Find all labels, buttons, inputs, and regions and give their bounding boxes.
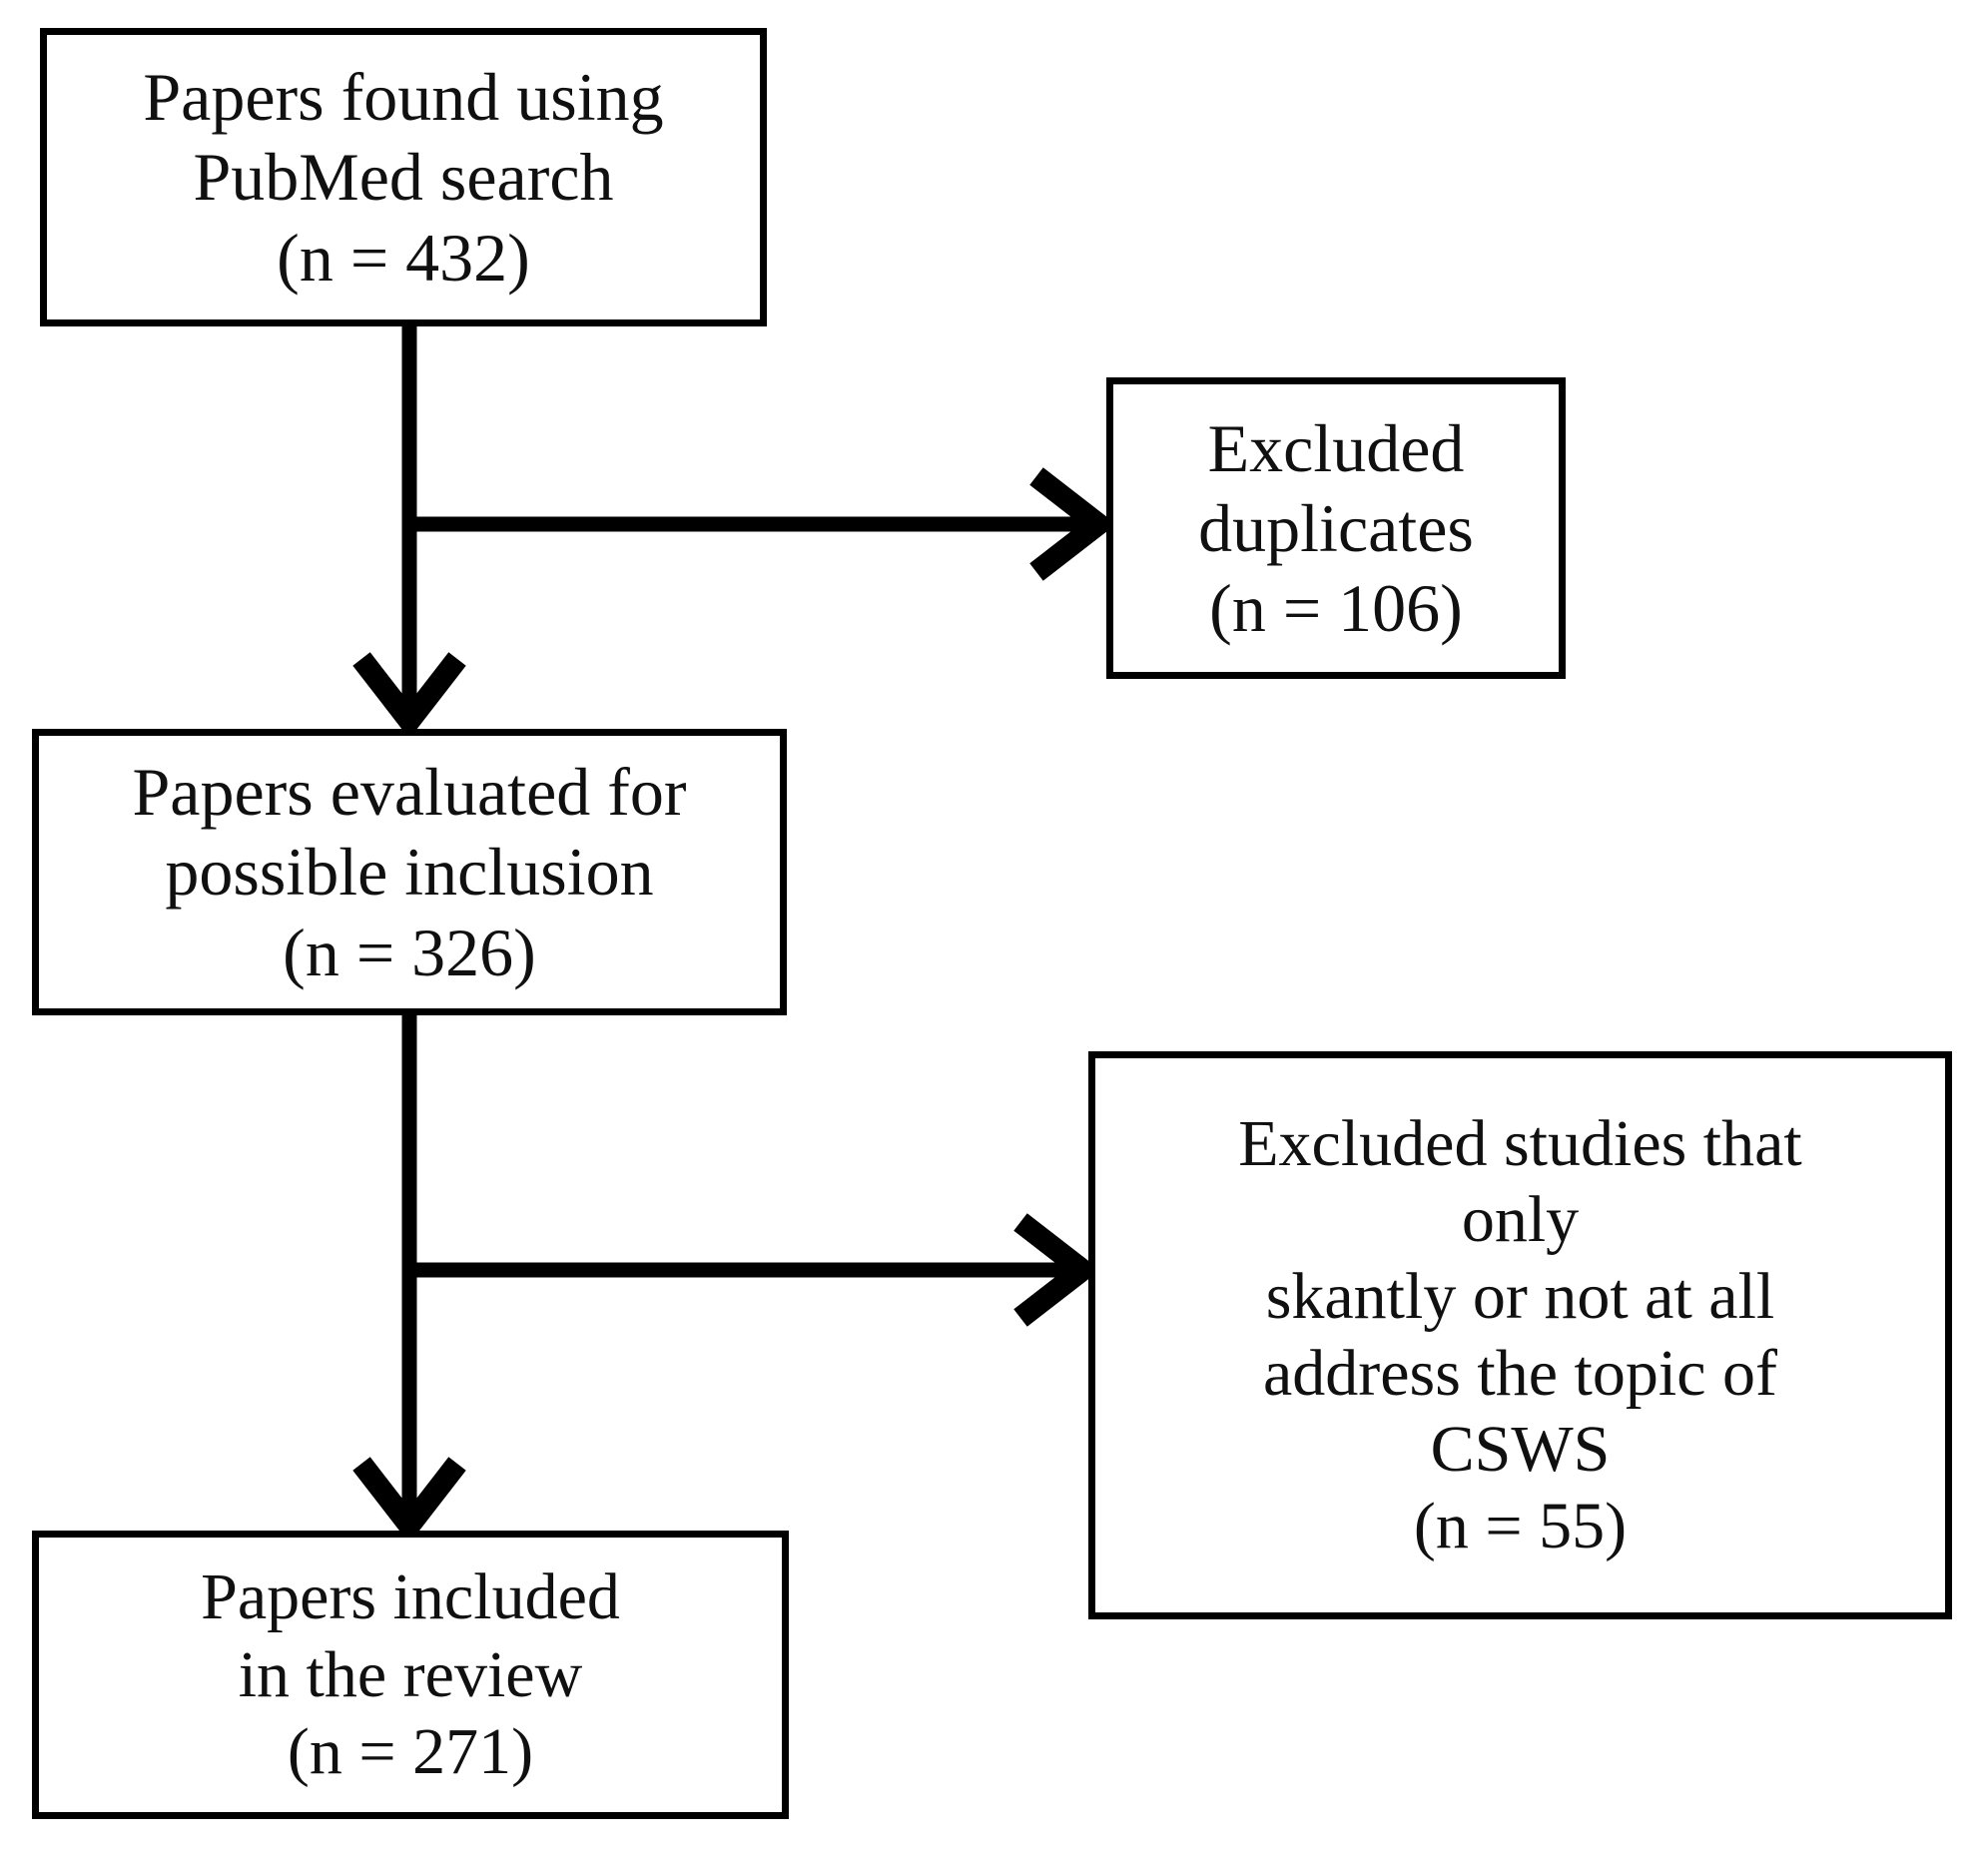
node-papers-included: Papers included in the review (n = 271) [32, 1531, 789, 1819]
node-papers-found: Papers found using PubMed search (n = 43… [40, 28, 767, 326]
node-excluded-off-topic-line-4: address the topic of [1262, 1336, 1777, 1410]
edge-evaluated-to-excluded-arrowhead [1013, 1213, 1100, 1327]
node-excluded-off-topic-line-3: skantly or not at all [1265, 1259, 1775, 1333]
node-papers-evaluated: Papers evaluated for possible inclusion … [32, 729, 787, 1015]
node-papers-evaluated-count: (n = 326) [283, 914, 536, 990]
edge-found-to-evaluated-arrowhead [352, 652, 466, 739]
node-papers-found-line-1: Papers found using [143, 59, 664, 136]
node-papers-included-line-1: Papers included [201, 1559, 620, 1633]
edge-found-to-duplicates-arrowhead [1029, 467, 1116, 581]
node-excluded-off-topic-count: (n = 55) [1413, 1489, 1628, 1562]
node-papers-evaluated-line-1: Papers evaluated for [132, 754, 687, 831]
node-excluded-off-topic-line-1: Excluded studies that [1238, 1106, 1802, 1180]
node-papers-evaluated-line-2: possible inclusion [165, 834, 654, 911]
node-papers-included-line-2: in the review [238, 1637, 583, 1711]
node-excluded-off-topic-line-5: CSWS [1430, 1413, 1611, 1487]
node-papers-found-line-2: PubMed search [193, 139, 614, 216]
node-papers-included-count: (n = 271) [287, 1715, 534, 1789]
node-excluded-duplicates-count: (n = 106) [1209, 570, 1463, 647]
node-papers-found-count: (n = 432) [277, 219, 530, 296]
node-excluded-off-topic-line-2: only [1461, 1183, 1580, 1257]
node-excluded-off-topic: Excluded studies that only skantly or no… [1088, 1051, 1952, 1619]
node-excluded-duplicates-line-1: Excluded [1207, 409, 1465, 486]
node-excluded-duplicates-line-2: duplicates [1198, 489, 1474, 566]
node-excluded-duplicates: Excluded duplicates (n = 106) [1106, 377, 1566, 679]
edge-evaluated-to-included-arrowhead [352, 1457, 466, 1544]
